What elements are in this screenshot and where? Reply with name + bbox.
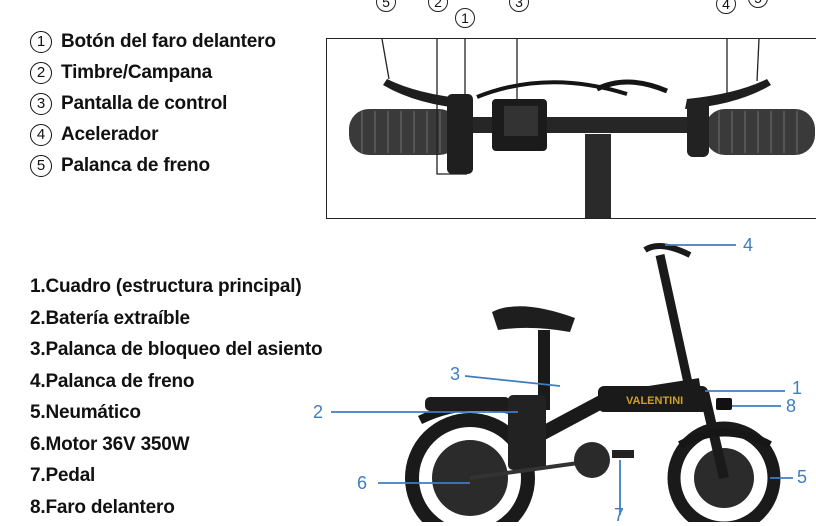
steering-column [655,254,695,393]
bike-callout: 2 [313,402,324,422]
handlebar-illustration [349,39,815,218]
brand-text: VALENTINI [626,395,683,407]
legend-number: 1 [30,30,52,53]
parts-list-item: 7.Pedal [30,465,96,486]
display-screen [504,106,538,136]
legend-number: 3 [30,92,52,115]
legend-label: Timbre/Campana [61,61,213,83]
parts-list-item: 3.Palanca de bloqueo del asiento [30,339,323,360]
legend-item-headlight-button: 1 Botón del faro delantero [30,26,276,57]
seat [492,306,575,332]
handlebar-callout: 2 [428,0,448,12]
legend-label: Pantalla de control [61,92,228,114]
legend-number: 5 [30,154,52,177]
rear-rack [425,397,510,411]
stem-shape [585,134,611,218]
seat-post [538,330,550,410]
rear-hub-motor [432,440,508,516]
legend-item-display: 3 Pantalla de control [30,88,276,119]
parts-list-item: 2.Batería extraíble [30,307,190,329]
parts-list-item: 8.Faro delantero [30,496,175,518]
throttle [687,99,709,157]
legend-item-throttle: 4 Acelerador [30,119,276,150]
handlebar-photo [326,38,816,219]
handlebar-callout: 1 [455,8,475,28]
legend-label: Palanca de freno [61,154,210,176]
rear-wheel [405,413,535,522]
legend-label: Botón del faro delantero [61,30,276,52]
bike-callout: 5 [797,467,808,487]
legend-number: 2 [30,61,52,84]
handlebar-bar [387,117,767,133]
legend-label: Acelerador [61,123,159,145]
parts-list-item: 1.Cuadro (estructura principal) [30,276,302,297]
frame-tube [598,386,708,412]
chainring [574,442,610,478]
button-module [447,94,473,174]
bike-callout: 8 [786,396,797,416]
legend-number: 4 [30,123,52,146]
parts-list: 1.Cuadro (estructura principal) 2.Baterí… [30,271,323,523]
bike-callout: 4 [743,235,754,255]
right-grip [705,109,815,155]
bike-callout: 6 [357,473,368,493]
handlebar-callout: 4 [716,0,736,14]
headlight [716,398,732,410]
main-frame [526,378,702,447]
handlebar-callout: 3 [509,0,529,12]
left-grip [349,109,459,155]
front-wheel [667,421,781,522]
legend-item-brake-lever: 5 Palanca de freno [30,150,276,181]
bike-callout: 3 [450,364,461,384]
parts-list-item: 6.Motor 36V 350W [30,433,190,455]
handlebar-callout: 5 [376,0,396,12]
front-hub [694,448,754,508]
pedal-shape [612,450,634,458]
parts-list-item: 5.Neumático [30,402,141,423]
bike-callout: 1 [792,378,803,398]
controls-legend: 1 Botón del faro delantero 2 Timbre/Camp… [30,26,276,181]
handlebar-callout: 5 [748,0,768,8]
handlebar-small [643,243,692,258]
parts-list-item: 4.Palanca de freno [30,370,195,392]
bike-callout: 7 [614,505,625,525]
battery [508,395,546,470]
legend-item-bell: 2 Timbre/Campana [30,57,276,88]
